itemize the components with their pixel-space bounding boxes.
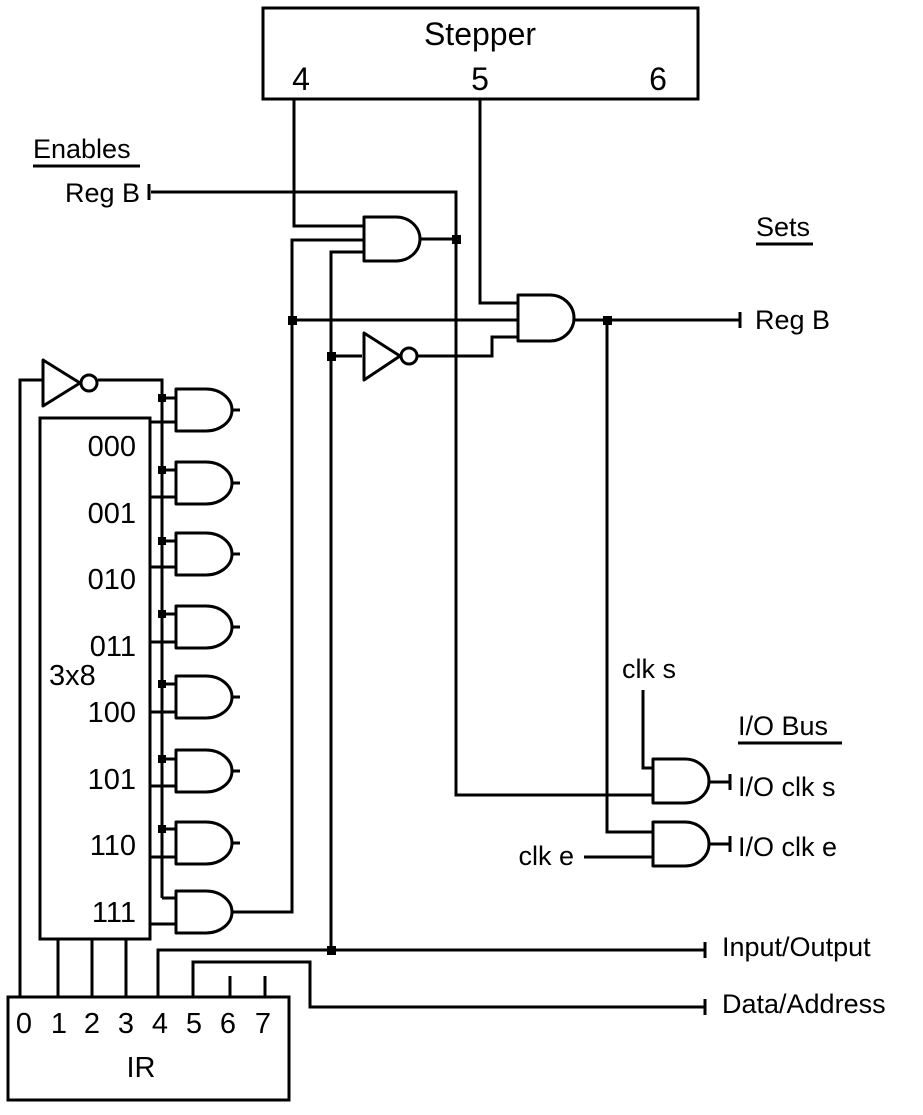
ir-bit-4: 4	[152, 1008, 168, 1040]
ir-bit-3: 3	[118, 1008, 134, 1040]
ir-bit-0: 0	[16, 1008, 32, 1040]
io-clk-s-and-gate	[651, 757, 711, 805]
junction-dot	[158, 466, 166, 474]
decoder-out-000: 000	[88, 431, 136, 463]
and-gate-101	[174, 748, 234, 794]
data-address-label: Data/Address	[722, 989, 886, 1019]
junction-dot	[452, 235, 461, 244]
ir-bit0-inverter-bubble	[79, 373, 99, 393]
io-clk-e-output-label: I/O clk e	[738, 832, 837, 862]
decoder-out-001: 001	[88, 498, 136, 530]
enables-heading: Enables	[33, 134, 131, 164]
decoder-out-101: 101	[88, 764, 136, 796]
junction-dot	[327, 352, 336, 361]
and-gate-001	[174, 460, 234, 506]
clk-s-input-label: clk s	[622, 654, 676, 684]
ir-bit-7: 7	[255, 1008, 271, 1040]
junction-dot	[158, 537, 166, 545]
enable-out-line	[151, 190, 458, 241]
ir-bits-5-7-bus	[191, 960, 705, 1009]
junction-dot	[158, 610, 166, 618]
gate111-out-line	[232, 238, 364, 914]
and-gate-010	[174, 531, 234, 577]
enable-and-gate	[362, 215, 422, 263]
io-inverter-bubble	[399, 346, 419, 366]
and-gate-000	[174, 387, 234, 433]
stepper-step-6: 6	[649, 61, 667, 97]
clk-e-input-label: clk e	[518, 841, 574, 871]
gates	[41, 215, 711, 935]
stepper-step-4: 4	[292, 61, 310, 97]
junctions	[147, 184, 742, 1015]
ir-box	[6, 995, 291, 1102]
ir-bit-1: 1	[51, 1008, 67, 1040]
decoder-box	[38, 416, 152, 941]
ir-bit-6: 6	[220, 1008, 236, 1040]
ir-label: IR	[127, 1052, 156, 1084]
set-to-clk-e-gate	[605, 320, 653, 834]
input-output-label: Input/Output	[722, 932, 871, 962]
junction-dot	[158, 680, 166, 688]
io-line-to-enable-gate	[329, 250, 364, 950]
io-clk-s-output-label: I/O clk s	[738, 772, 836, 802]
and-gate-011	[174, 604, 234, 650]
set-and-gate	[516, 293, 576, 343]
junction-dot	[158, 394, 166, 402]
ir-bit4-line	[156, 948, 705, 997]
ir-bit-labels: 0 1 2 3 4 5 6 7	[16, 1008, 271, 1040]
ir-bit0-inverter	[41, 358, 82, 408]
decoder-output-labels: 000 001 010 011 100 101 110 111	[88, 431, 136, 929]
inverter-to-gate-bus	[98, 378, 164, 898]
step4-line	[292, 99, 364, 228]
decoder-out-111: 111	[92, 897, 136, 929]
junction-dot	[158, 755, 166, 763]
decoder-out-110: 110	[90, 830, 136, 862]
decoder-label: 3x8	[49, 660, 96, 692]
inverter-to-set-gate	[418, 335, 518, 358]
io-inverter	[362, 331, 402, 382]
and-gate-110	[174, 820, 234, 866]
sets-heading: Sets	[756, 212, 810, 242]
junction-dot	[288, 316, 297, 325]
enable-to-clk-s-gate	[454, 239, 653, 797]
decoder-out-010: 010	[88, 564, 136, 596]
step5-line	[478, 99, 518, 305]
decoder-out-011: 011	[90, 631, 136, 663]
ir-bit0-to-inverter	[18, 378, 43, 997]
io-clk-e-and-gate	[651, 820, 711, 868]
io-bus-heading: I/O Bus	[738, 711, 828, 741]
junction-dot	[327, 946, 336, 955]
and-gate-100	[174, 674, 234, 720]
stepper-title: Stepper	[424, 16, 536, 52]
stepper-step-5: 5	[471, 61, 489, 97]
decoder-out-100: 100	[88, 697, 136, 729]
sets-reg-b-label: Reg B	[755, 305, 830, 335]
junction-dot	[158, 825, 166, 833]
enables-reg-b-label: Reg B	[65, 178, 140, 208]
clk-s-line	[641, 690, 653, 770]
junction-dot	[603, 316, 612, 325]
ir-bit-5: 5	[186, 1008, 202, 1040]
wires	[18, 99, 740, 1009]
stepper-box	[261, 6, 700, 101]
ir-bit-2: 2	[84, 1008, 100, 1040]
and-gate-111	[174, 889, 234, 935]
